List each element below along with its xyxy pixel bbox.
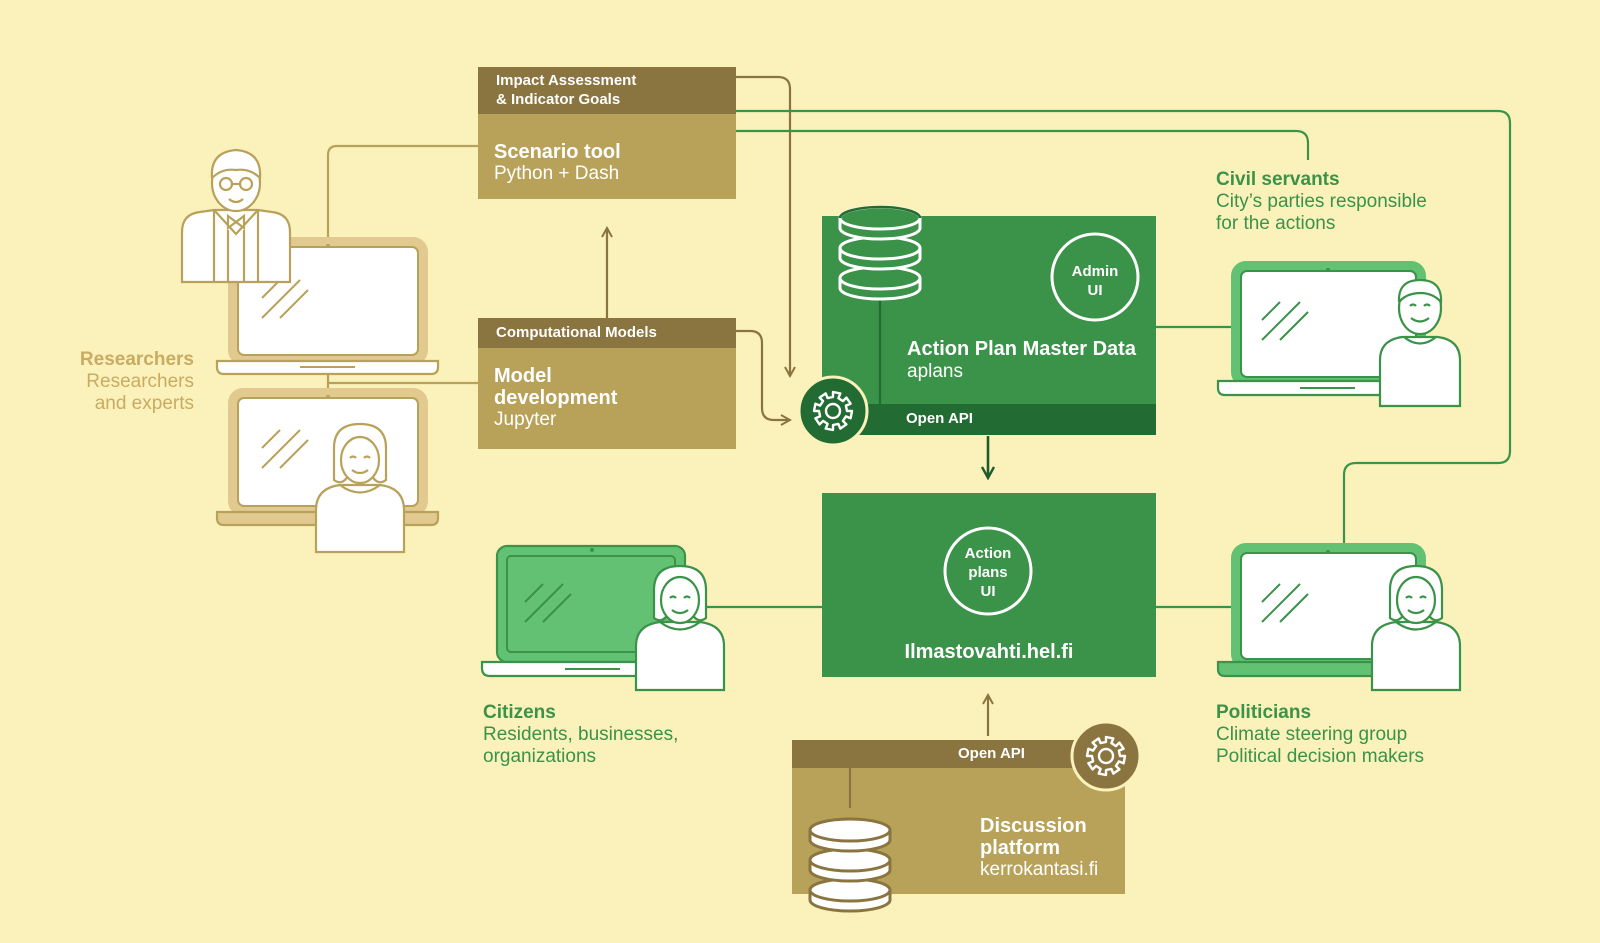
- database-icon: [838, 205, 922, 301]
- politicians-title: Politicians: [1216, 702, 1312, 723]
- civil-servants-title: Civil servants: [1216, 169, 1340, 190]
- scenario-tool-title: Scenario tool: [494, 141, 621, 163]
- master-data-title: Action Plan Master Data: [907, 338, 1136, 360]
- discussion-api-bar: [792, 740, 1125, 768]
- action-plans-label-line3: UI: [980, 583, 996, 600]
- gear-icon: [1070, 720, 1142, 792]
- researchers-sub-line1: Researchers: [86, 371, 194, 392]
- discussion-api-label: Open API: [958, 745, 1025, 762]
- impact-assessment-header: [478, 67, 736, 114]
- connector-researcher-scenario: [326, 144, 478, 247]
- arrow-scenario-to-masterdata: [736, 75, 790, 376]
- database-icon: [808, 817, 892, 913]
- researchers-title: Researchers: [79, 349, 194, 370]
- admin-ui-label-line2: UI: [1087, 282, 1103, 299]
- model-subtitle: Jupyter: [494, 409, 557, 430]
- ilmastovahti-title: Ilmastovahti.hel.fi: [904, 641, 1074, 663]
- model-development-box: [478, 348, 736, 449]
- gear-icon: [797, 375, 869, 447]
- impact-header-line1: Impact Assessment: [496, 72, 637, 89]
- discussion-title-line2: platform: [980, 837, 1060, 859]
- action-plans-label-line2: plans: [968, 564, 1008, 581]
- discussion-subtitle: kerrokantasi.fi: [980, 859, 1099, 880]
- model-title-line2: development: [494, 387, 618, 409]
- action-plans-label-line1: Action: [964, 545, 1012, 562]
- civil-servants-sub-line1: City’s parties responsible: [1216, 191, 1427, 212]
- person-icon: [634, 564, 726, 692]
- connector-scenario-politicians: [736, 109, 1512, 545]
- action-plans-ui-circle: [943, 526, 1033, 616]
- computational-header: Computational Models: [496, 324, 657, 341]
- citizens-title: Citizens: [483, 702, 556, 723]
- person-icon: [1378, 278, 1462, 408]
- master-data-subtitle: aplans: [907, 361, 963, 382]
- person-icon: [314, 422, 406, 554]
- person-icon: [180, 148, 292, 284]
- politicians-sub-line2: Political decision makers: [1216, 746, 1425, 767]
- master-data-api-label: Open API: [906, 410, 973, 427]
- politicians-sub-line1: Climate steering group: [1216, 724, 1408, 745]
- impact-header-line2: & Indicator Goals: [496, 91, 621, 108]
- discussion-title-line1: Discussion: [980, 815, 1087, 837]
- master-data-api-bar: [822, 404, 1156, 435]
- connector-scenario-civil: [736, 129, 1310, 160]
- connectors: [326, 75, 1512, 736]
- civil-servants-sub-line2: for the actions: [1216, 213, 1336, 234]
- scenario-tool-box: [478, 114, 736, 199]
- citizens-sub-line1: Residents, businesses,: [483, 724, 679, 745]
- model-title-line1: Model: [494, 365, 552, 387]
- citizens-sub-line2: organizations: [483, 746, 597, 767]
- computational-models-header: [478, 318, 736, 348]
- admin-ui-circle: [1050, 232, 1140, 322]
- scenario-tool-subtitle: Python + Dash: [494, 163, 620, 184]
- laptop-icon: [1216, 261, 1440, 397]
- person-icon: [1370, 564, 1462, 692]
- admin-ui-label-line1: Admin: [1071, 263, 1119, 280]
- arrow-model-to-api: [736, 329, 790, 420]
- researchers-sub-line2: and experts: [94, 393, 194, 414]
